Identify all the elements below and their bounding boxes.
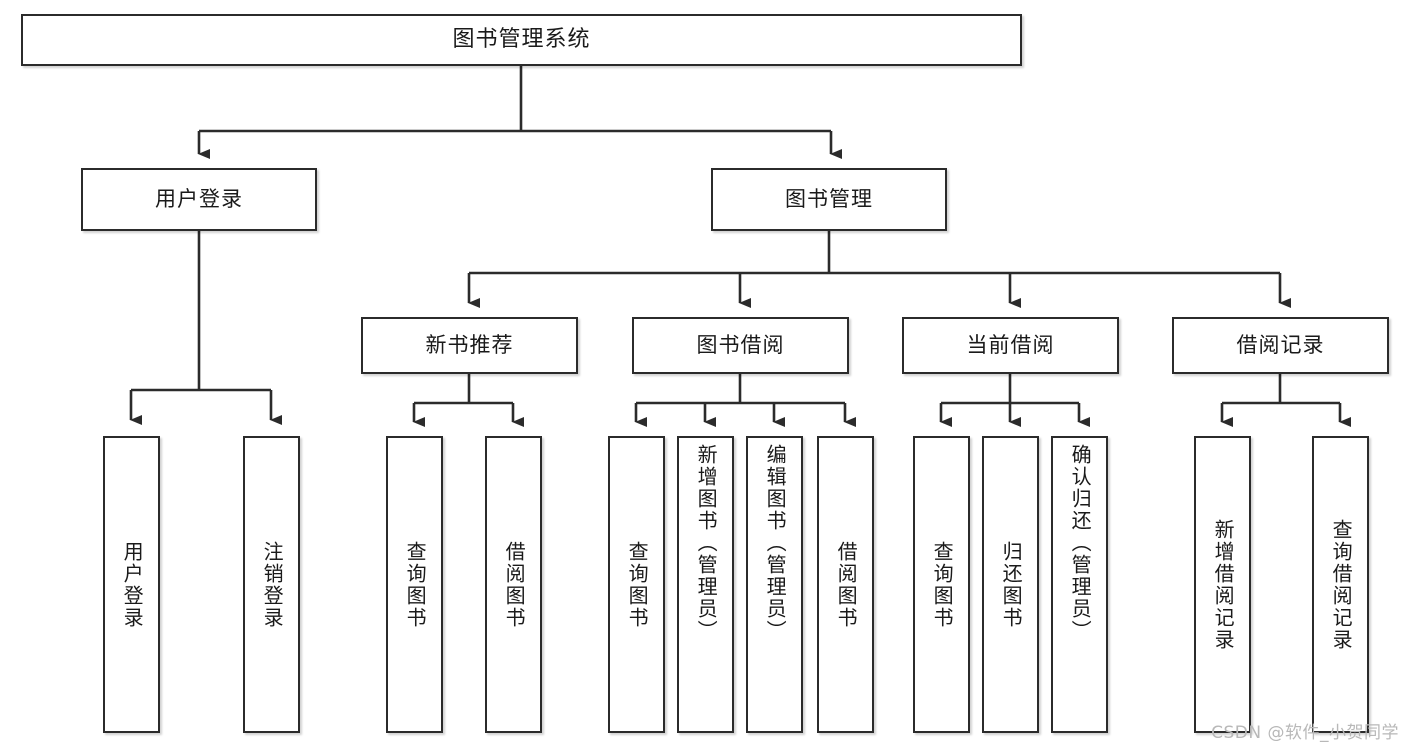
node-label: 借阅图书 (834, 540, 859, 629)
node-user-login[interactable]: 用户登录 (81, 168, 317, 231)
leaf-current-borrow-query-book[interactable]: 查询图书 (913, 436, 970, 733)
leaf-current-borrow-return-book[interactable]: 归还图书 (982, 436, 1039, 733)
leaf-new-book-query-book[interactable]: 查询图书 (386, 436, 443, 733)
node-borrow-record[interactable]: 借阅记录 (1172, 317, 1389, 374)
node-label: 图书管理 (785, 186, 873, 211)
node-label: 用户登录 (120, 540, 145, 629)
leaf-new-book-borrow-book[interactable]: 借阅图书 (485, 436, 542, 733)
node-book-management[interactable]: 图书管理 (711, 168, 947, 231)
node-label: 借阅记录 (1236, 332, 1325, 357)
node-label: 编辑图书（管理员） (763, 444, 788, 642)
node-label: 用户登录 (155, 186, 243, 211)
leaf-borrow-record-query-record[interactable]: 查询借阅记录 (1312, 436, 1369, 733)
leaf-user-login-login[interactable]: 用户登录 (103, 436, 160, 733)
node-current-borrow[interactable]: 当前借阅 (902, 317, 1119, 374)
node-label: 图书管理系统 (452, 26, 591, 52)
leaf-book-borrow-add-book-admin[interactable]: 新增图书（管理员） (677, 436, 734, 733)
leaf-current-borrow-confirm-return-admin[interactable]: 确认归还（管理员） (1051, 436, 1108, 733)
node-label: 当前借阅 (966, 332, 1055, 357)
node-label: 新增借阅记录 (1211, 518, 1236, 651)
node-label: 图书借阅 (696, 332, 785, 357)
leaf-book-borrow-edit-book-admin[interactable]: 编辑图书（管理员） (746, 436, 803, 733)
node-label: 确认归还（管理员） (1068, 444, 1093, 642)
node-label: 借阅图书 (502, 540, 527, 629)
node-root-book-management-system[interactable]: 图书管理系统 (21, 14, 1022, 66)
leaf-user-login-logout[interactable]: 注销登录 (243, 436, 300, 733)
node-new-book-recommend[interactable]: 新书推荐 (361, 317, 578, 374)
node-label: 查询图书 (625, 540, 650, 629)
leaf-book-borrow-query-book[interactable]: 查询图书 (608, 436, 665, 733)
node-label: 查询图书 (403, 540, 428, 629)
node-label: 查询借阅记录 (1329, 518, 1354, 651)
node-label: 新书推荐 (425, 332, 514, 357)
node-book-borrow[interactable]: 图书借阅 (632, 317, 849, 374)
node-label: 注销登录 (260, 540, 285, 629)
node-label: 归还图书 (999, 540, 1024, 629)
watermark: CSDN @软件_小贺同学 (1211, 723, 1399, 743)
node-label: 查询图书 (930, 540, 955, 629)
leaf-book-borrow-borrow-book[interactable]: 借阅图书 (817, 436, 874, 733)
node-label: 新增图书（管理员） (694, 444, 719, 642)
leaf-borrow-record-add-record[interactable]: 新增借阅记录 (1194, 436, 1251, 733)
